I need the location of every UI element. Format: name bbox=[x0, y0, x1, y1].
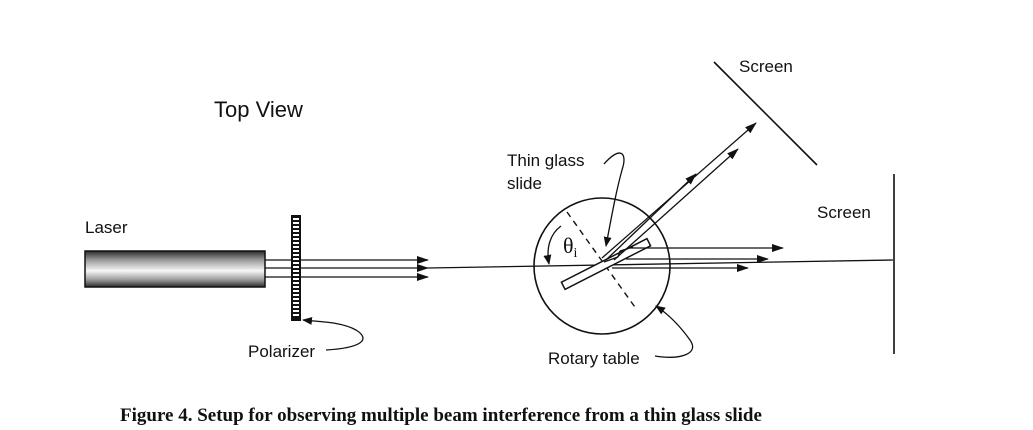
polarizer-slot bbox=[293, 218, 299, 220]
laser-label: Laser bbox=[85, 218, 128, 237]
thin-glass-slide bbox=[560, 237, 652, 291]
polarizer-label: Polarizer bbox=[248, 342, 315, 361]
angle-arrow bbox=[543, 225, 562, 265]
polarizer-slot bbox=[293, 266, 299, 268]
laser-body bbox=[84, 250, 266, 288]
reflected-beam-3 bbox=[613, 148, 739, 261]
polarizer-slot bbox=[293, 250, 299, 252]
rotary-table bbox=[533, 197, 671, 335]
reflected-beams bbox=[601, 122, 757, 261]
polarizer-slot bbox=[293, 226, 299, 228]
angle-symbol: θi bbox=[563, 233, 578, 261]
polarizer-slot bbox=[293, 290, 299, 292]
angled-screen-label: Screen bbox=[739, 57, 793, 76]
polarizer-slot bbox=[293, 222, 299, 224]
thin-glass-slide-label-line2: slide bbox=[507, 174, 542, 193]
polarizer-slot bbox=[293, 278, 299, 280]
polarizer-slot bbox=[293, 314, 299, 316]
polarizer-slot bbox=[293, 286, 299, 288]
polarizer-slot bbox=[293, 282, 299, 284]
angled-screen bbox=[713, 61, 818, 166]
polarizer-slot bbox=[293, 298, 299, 300]
polarizer-slot bbox=[293, 310, 299, 312]
polarizer-slot bbox=[293, 302, 299, 304]
thin-glass-slide-pointer bbox=[603, 152, 625, 247]
polarizer-slot bbox=[293, 246, 299, 248]
polarizer-slot bbox=[293, 262, 299, 264]
polarizer-slot bbox=[293, 234, 299, 236]
polarizer-slot bbox=[293, 258, 299, 260]
thin-glass-slide-label-line1: Thin glass bbox=[507, 151, 584, 170]
polarizer bbox=[291, 215, 301, 321]
polarizer-slot bbox=[293, 274, 299, 276]
polarizer-pointer bbox=[302, 316, 364, 351]
transmitted-beams bbox=[612, 244, 784, 272]
polarizer-slot bbox=[293, 230, 299, 232]
polarizer-slot bbox=[293, 238, 299, 240]
polarizer-slot bbox=[293, 294, 299, 296]
reflected-beam-2 bbox=[605, 173, 697, 261]
polarizer-slot bbox=[293, 270, 299, 272]
polarizer-slot bbox=[293, 242, 299, 244]
figure-caption: Figure 4. Setup for observing multiple b… bbox=[120, 405, 762, 426]
rotary-table-pointer bbox=[654, 305, 694, 358]
view-label: Top View bbox=[214, 97, 303, 122]
polarizer-slot bbox=[293, 306, 299, 308]
optical-axis bbox=[427, 259, 894, 269]
incident-beams bbox=[265, 256, 429, 281]
rotary-table-label: Rotary table bbox=[548, 349, 640, 368]
vertical-screen-label: Screen bbox=[817, 203, 871, 222]
polarizer-slot bbox=[293, 254, 299, 256]
